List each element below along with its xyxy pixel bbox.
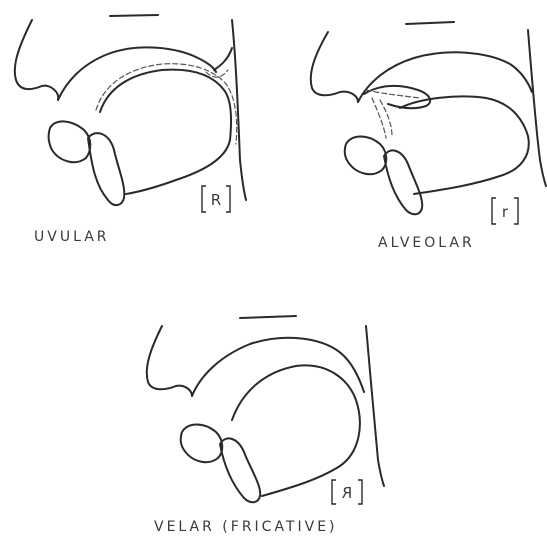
velar-upper-lip bbox=[147, 326, 192, 396]
alveolar-tongue bbox=[364, 86, 430, 108]
alveolar-palate bbox=[358, 52, 532, 102]
alveolar-tongue-body bbox=[400, 96, 529, 194]
velar-bracket-left bbox=[332, 480, 336, 504]
uvular-tongue bbox=[100, 70, 231, 194]
velar-tongue bbox=[232, 365, 360, 496]
alveolar-lower-lip bbox=[345, 137, 387, 175]
velar-jaw bbox=[220, 438, 260, 502]
alveolar-bracket-right bbox=[514, 198, 518, 224]
uvular-symbol: R bbox=[211, 191, 221, 209]
uvular-velum bbox=[214, 48, 232, 70]
velar-lower-lip bbox=[181, 425, 223, 463]
velar-palate bbox=[192, 338, 364, 396]
alveolar-panel: r ALVEOLAR bbox=[311, 22, 546, 251]
uvular-nasal-line bbox=[110, 15, 158, 16]
alveolar-caption: ALVEOLAR bbox=[378, 235, 475, 251]
velar-bracket-right bbox=[358, 480, 362, 504]
velar-panel: R VELAR (FRICATIVE) bbox=[147, 316, 384, 535]
uvular-pharynx bbox=[232, 20, 246, 200]
uvular-jaw bbox=[88, 133, 124, 205]
velar-pharynx bbox=[366, 326, 384, 486]
uvular-bracket-left bbox=[202, 186, 206, 212]
alveolar-jaw bbox=[384, 150, 422, 214]
alveolar-tip-alt-3 bbox=[366, 90, 420, 98]
uvular-bracket-right bbox=[226, 186, 230, 212]
alveolar-pharynx bbox=[528, 30, 546, 186]
uvular-lower-lip bbox=[49, 121, 91, 162]
alveolar-bracket-left bbox=[492, 198, 496, 224]
uvular-tongue-alt bbox=[96, 64, 237, 144]
uvular-panel: R UVULAR bbox=[15, 15, 246, 245]
velar-caption: VELAR (FRICATIVE) bbox=[154, 519, 338, 535]
uvular-uvula-alt bbox=[206, 70, 228, 77]
alveolar-upper-lip bbox=[311, 32, 358, 102]
uvular-palate bbox=[58, 47, 216, 100]
alveolar-nasal-line bbox=[406, 22, 454, 24]
uvular-upper-lip bbox=[15, 20, 58, 100]
velar-nasal-line bbox=[240, 316, 296, 318]
velar-symbol: R bbox=[342, 484, 352, 502]
uvular-caption: UVULAR bbox=[34, 229, 110, 245]
alveolar-tip-alt-1 bbox=[372, 98, 386, 138]
alveolar-symbol: r bbox=[502, 203, 509, 221]
